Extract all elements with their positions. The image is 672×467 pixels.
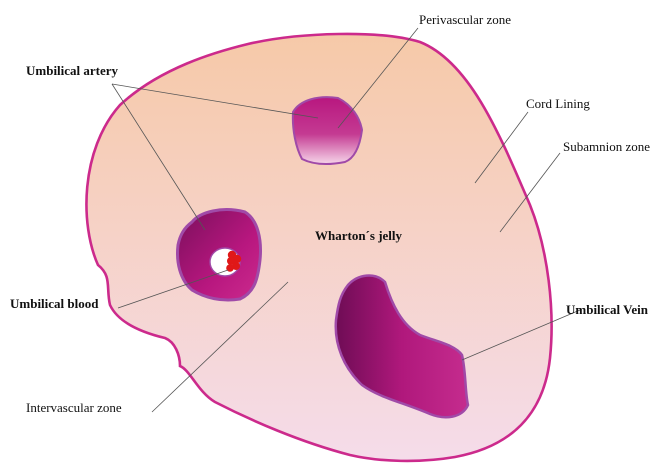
label-umbilical-blood: Umbilical blood	[10, 296, 99, 311]
label-cord-lining: Cord Lining	[526, 96, 590, 111]
label-perivascular-zone: Perivascular zone	[419, 12, 511, 27]
perivascular-vessel	[293, 97, 362, 164]
label-intervascular-zone: Intervascular zone	[26, 400, 122, 415]
label-whartons-jelly: Wharton´s jelly	[315, 228, 403, 243]
label-umbilical-vein: Umbilical Vein	[566, 302, 649, 317]
label-subamnion-zone: Subamnion zone	[563, 139, 650, 154]
label-umbilical-artery: Umbilical artery	[26, 63, 119, 78]
